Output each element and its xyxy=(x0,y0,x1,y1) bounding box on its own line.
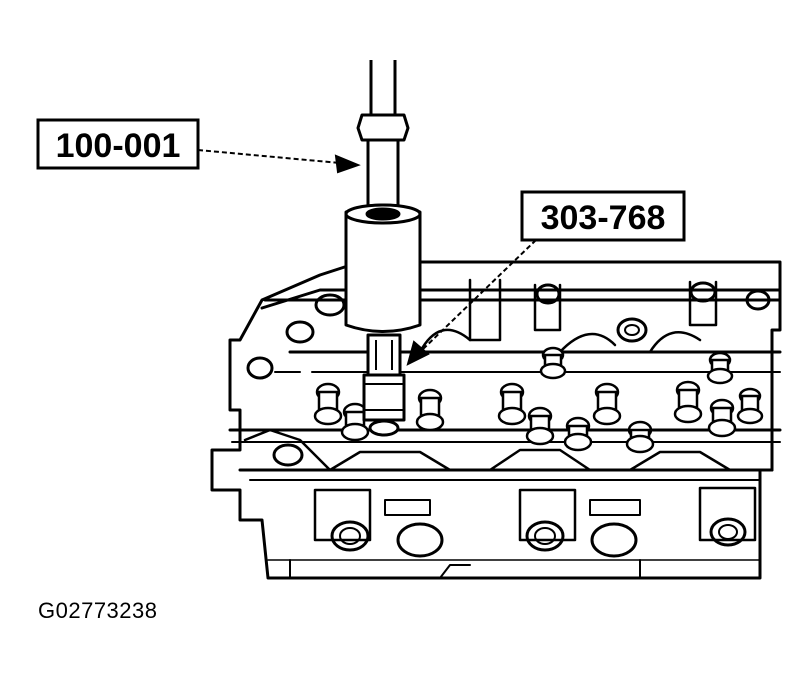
figure-id: G02773238 xyxy=(38,598,158,623)
leader-line-100-001 xyxy=(197,149,361,174)
valve-train-row xyxy=(313,346,764,454)
callout-label-303-768: 303-768 xyxy=(541,199,666,237)
slide-hammer-tool xyxy=(344,60,422,333)
leader-line-303-768 xyxy=(406,239,537,366)
callout-303-768: 303-768 xyxy=(520,190,686,242)
callout-label-100-001: 100-001 xyxy=(56,127,181,165)
cylinder-head xyxy=(210,260,782,580)
valve-adapter-tool xyxy=(362,333,406,437)
callout-100-001: 100-001 xyxy=(36,118,200,170)
